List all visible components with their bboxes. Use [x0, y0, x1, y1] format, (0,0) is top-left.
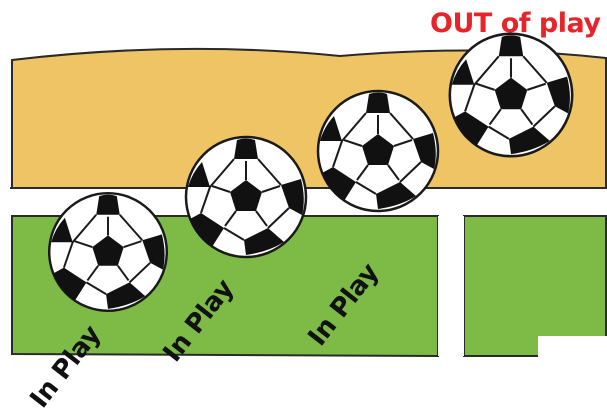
- goal-line: [438, 216, 464, 356]
- soccer-ball-icon: [318, 91, 438, 211]
- soccer-ball-icon: [49, 193, 167, 311]
- out-of-play-label: OUT of play: [430, 8, 600, 39]
- soccer-ball-icon: [186, 137, 306, 257]
- grass-right: [464, 216, 606, 356]
- soccer-ball-icon: [450, 34, 572, 156]
- blank-patch: [538, 336, 607, 410]
